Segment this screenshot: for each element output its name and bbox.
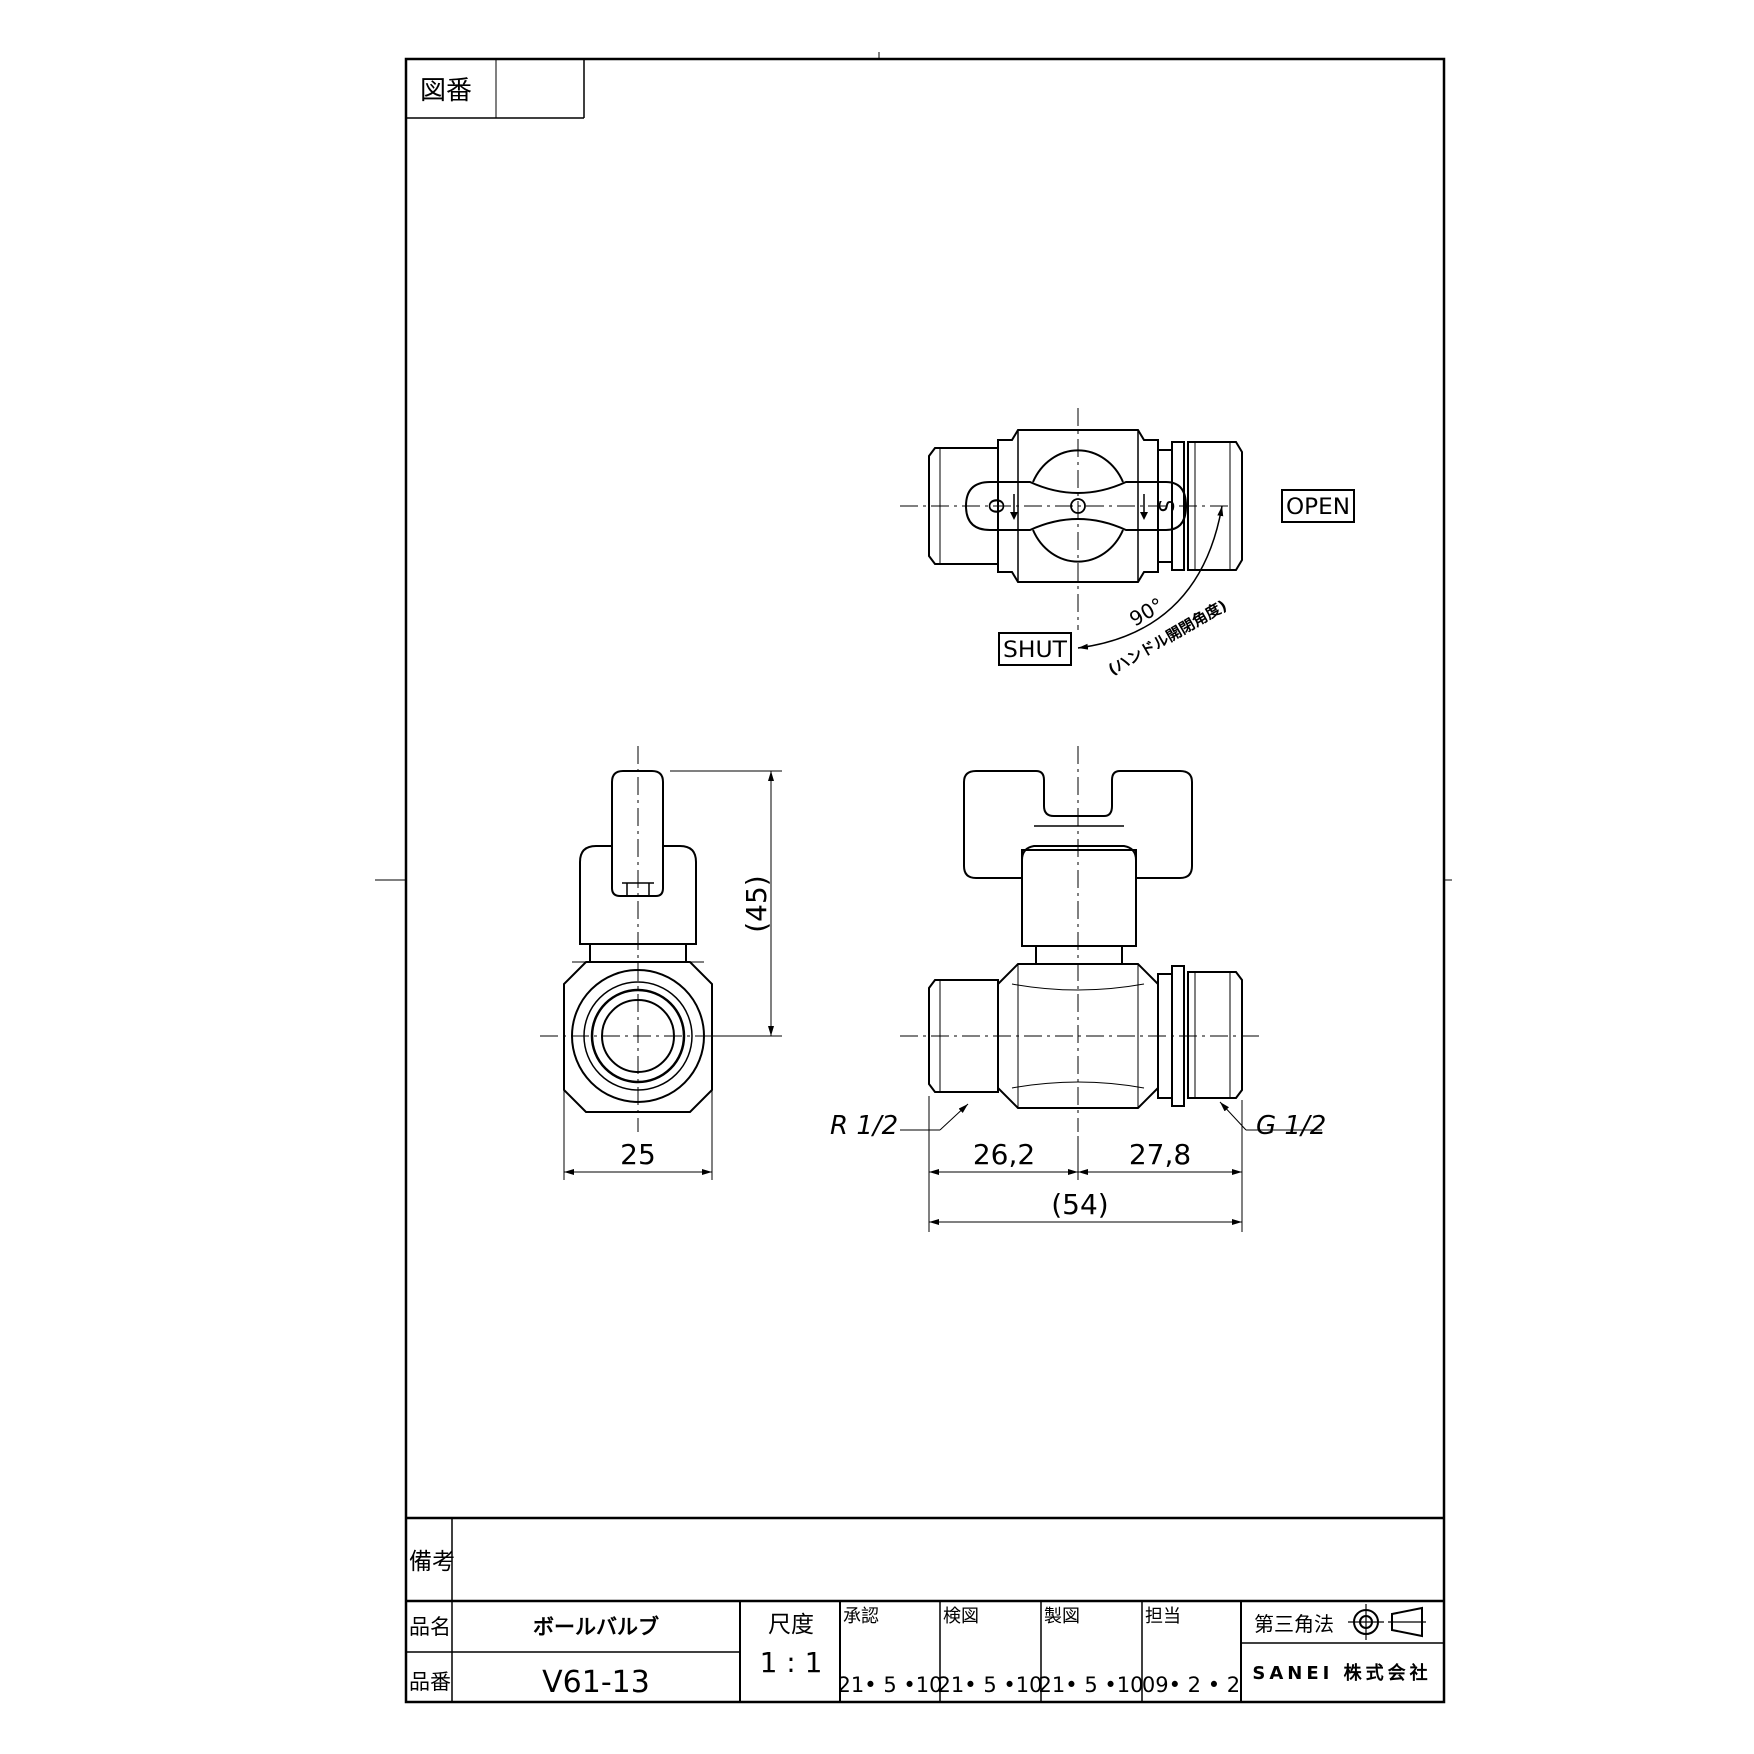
top-view <box>900 408 1355 666</box>
product-name-label: 品名 <box>409 1615 451 1639</box>
left-thread-label: R 1/2 <box>830 1111 898 1141</box>
angle-note: (ハンドル開閉角度) <box>1105 596 1230 678</box>
charge-date: 09• 2 • 2 <box>1142 1673 1240 1697</box>
angle-label: 90° <box>1125 593 1168 632</box>
title-block <box>406 1516 1444 1702</box>
checked-label: 検図 <box>943 1606 979 1627</box>
side-view <box>540 746 782 1180</box>
drawn-date: 21• 5 •10 <box>1039 1673 1144 1697</box>
overall-length-dimension: (54) <box>1051 1188 1108 1221</box>
product-no-label: 品番 <box>409 1670 451 1694</box>
front-view <box>900 746 1322 1232</box>
height-dimension: (45) <box>740 875 773 932</box>
product-no: V61-13 <box>542 1665 650 1700</box>
scale-label: 尺度 <box>768 1612 814 1638</box>
shut-label: SHUT <box>1003 638 1068 663</box>
open-label: OPEN <box>1286 495 1350 520</box>
product-name: ボールバルブ <box>533 1615 659 1639</box>
left-length-dimension: 26,2 <box>973 1138 1035 1171</box>
drawn-label: 製図 <box>1044 1606 1080 1627</box>
drawing-no-label: 図番 <box>420 76 472 106</box>
approved-date: 21• 5 •10 <box>838 1673 943 1697</box>
company-name: SANEI 株式会社 <box>1252 1662 1431 1684</box>
handle-mark-right: S <box>1154 500 1178 513</box>
handle-mark-left: O <box>984 498 1008 514</box>
sheet-frame <box>375 52 1452 1704</box>
width-dimension: 25 <box>620 1138 656 1171</box>
remarks-label: 備考 <box>409 1549 455 1575</box>
approved-label: 承認 <box>843 1606 879 1627</box>
charge-label: 担当 <box>1145 1606 1181 1627</box>
right-thread-label: G 1/2 <box>1256 1111 1326 1141</box>
checked-date: 21• 5 •10 <box>938 1673 1043 1697</box>
right-length-dimension: 27,8 <box>1129 1138 1191 1171</box>
scale-value: 1 : 1 <box>760 1646 823 1679</box>
projection-label: 第三角法 <box>1254 1612 1334 1636</box>
